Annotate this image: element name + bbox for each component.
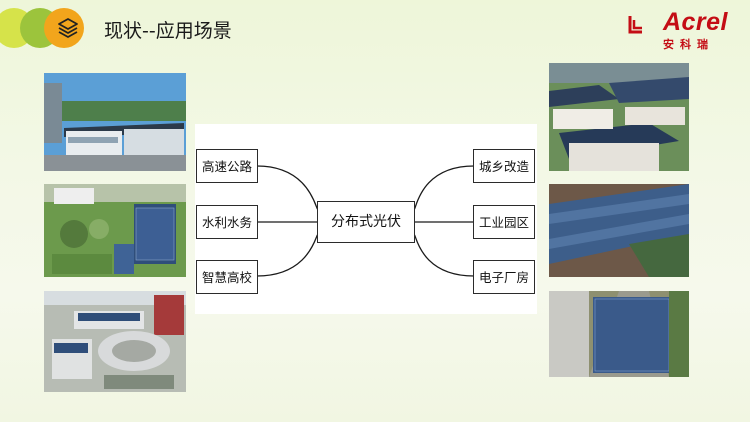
urban-rural-rooftops-photo [549,63,689,171]
acrel-logo: Acrel 安科瑞 [628,8,728,52]
node-water-affairs: 水利水务 [196,205,258,239]
node-electronics-factory: 电子厂房 [473,260,535,294]
node-distributed-pv: 分布式光伏 [317,201,415,243]
water-treatment-photo [44,184,186,277]
node-urban-rural-renovation: 城乡改造 [473,149,535,183]
node-industrial-park: 工业园区 [473,205,535,239]
electronics-factory-roof-photo [549,291,689,377]
logo-text: Acrel [662,8,728,36]
smart-campus-photo [44,291,186,392]
orange-circle [44,8,84,48]
node-smart-campus: 智慧高校 [196,260,258,294]
header-decoration [0,8,100,50]
page-title: 现状--应用场景 [104,20,232,42]
logo-subtext: 安科瑞 [663,38,714,51]
node-highway: 高速公路 [196,149,258,183]
layers-icon [58,18,78,38]
highway-service-area-photo [44,73,186,171]
logo-mark-icon [628,16,642,34]
industrial-park-roof-photo [549,184,689,277]
